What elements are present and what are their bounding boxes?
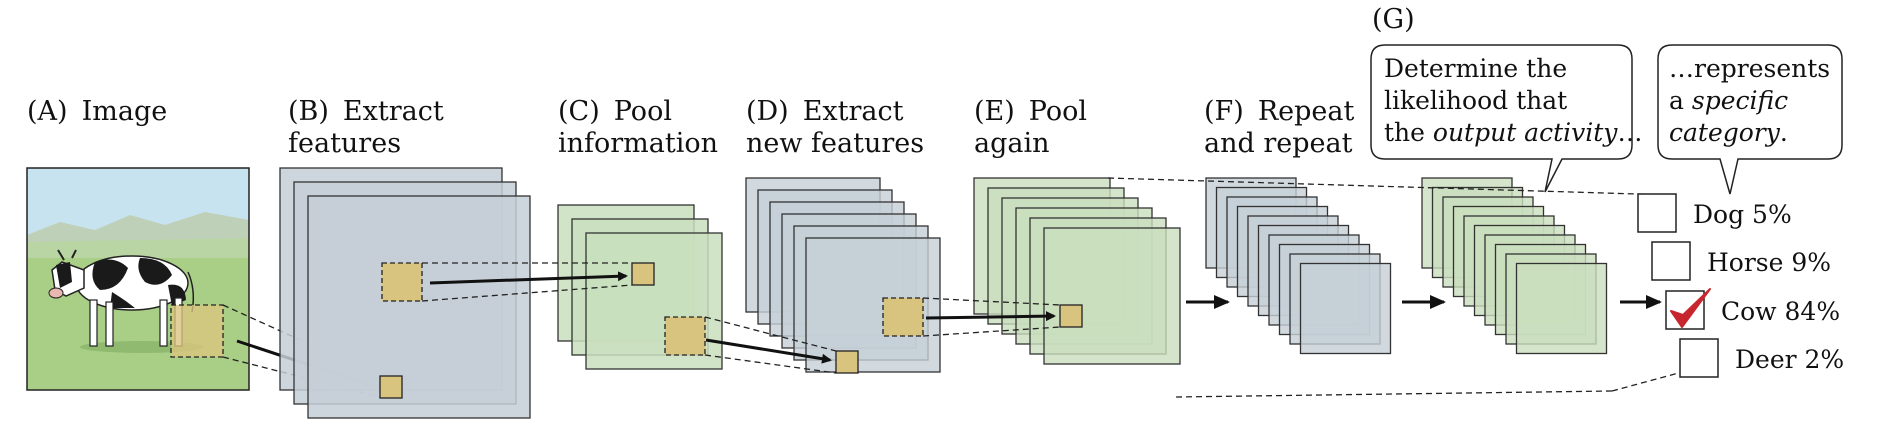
lines-d-e xyxy=(922,297,1061,337)
category-label: Deer 2% xyxy=(1735,345,1844,374)
svg-text:(B)Extract: (B)Extract xyxy=(288,96,444,127)
category-label: Horse 9% xyxy=(1707,248,1831,277)
category-checkbox xyxy=(1637,193,1677,233)
label-e: (E)Pool again xyxy=(974,96,1087,159)
category-checkbox xyxy=(1651,241,1691,281)
patch-b-small xyxy=(379,375,403,399)
label-b: (B)Extract features xyxy=(288,96,444,159)
checkmark-icon xyxy=(1670,288,1711,328)
patch-e-small xyxy=(1059,304,1083,328)
bubble-category: …represents a specific category. xyxy=(1657,44,1843,195)
arrow-d-e xyxy=(925,311,1056,322)
svg-text:a specific: a specific xyxy=(1669,86,1788,115)
svg-text:(E)Pool: (E)Pool xyxy=(974,96,1087,127)
patch-d-small xyxy=(835,350,859,374)
bubble-likelihood: Determine the likelihood that the output… xyxy=(1370,44,1642,193)
svg-text:features: features xyxy=(288,128,401,159)
lines-b-c xyxy=(421,262,633,302)
pooled-maps-e xyxy=(973,177,1181,365)
cow-icon xyxy=(48,249,204,353)
funnel-lines xyxy=(1107,177,1713,398)
svg-text:(F)Repeat: (F)Repeat xyxy=(1204,96,1354,127)
patch-b-large xyxy=(381,262,423,302)
patch-d-large xyxy=(882,297,924,337)
svg-text:…represents: …represents xyxy=(1669,54,1830,83)
category-checkbox xyxy=(1679,338,1719,378)
output-maps-g xyxy=(1421,177,1608,355)
repeated-maps-f xyxy=(1205,177,1392,355)
arrow-c-d xyxy=(705,338,832,364)
svg-text:category.: category. xyxy=(1669,118,1788,147)
label-a: (A)Image xyxy=(27,96,167,127)
pooled-map-e-6 xyxy=(1043,227,1181,365)
input-image xyxy=(26,167,250,391)
svg-text:(A)Image: (A)Image xyxy=(27,96,167,127)
lines-c-d xyxy=(704,316,837,374)
svg-text:and repeat: and repeat xyxy=(1204,128,1353,159)
label-f: (F)Repeat and repeat xyxy=(1204,96,1354,159)
svg-text:information: information xyxy=(558,128,718,159)
svg-text:likelihood that: likelihood that xyxy=(1384,86,1567,115)
category-label: Dog 5% xyxy=(1693,200,1792,229)
label-c: (C)Pool information xyxy=(558,96,718,159)
label-d: (D)Extract new features xyxy=(746,96,924,159)
arrow-b-c xyxy=(429,271,628,285)
feature-maps-d xyxy=(745,177,941,373)
label-g: (G) xyxy=(1372,4,1415,35)
category-label: Cow 84% xyxy=(1721,297,1840,326)
feature-map-b-3 xyxy=(307,195,531,419)
patch-c-small xyxy=(631,262,655,286)
svg-text:the output activity…: the output activity… xyxy=(1384,118,1642,147)
category-list: Dog 5% Horse 9% Cow 84% Deer 2% xyxy=(1637,193,1844,378)
svg-text:(C)Pool: (C)Pool xyxy=(558,96,672,127)
patch-c-large xyxy=(664,316,706,356)
svg-text:(D)Extract: (D)Extract xyxy=(746,96,904,127)
svg-text:new features: new features xyxy=(746,128,924,159)
output-map-g-10 xyxy=(1515,262,1608,355)
svg-text:Determine the: Determine the xyxy=(1384,54,1567,83)
repeated-map-f-10 xyxy=(1299,262,1392,355)
svg-text:(G): (G) xyxy=(1372,4,1415,35)
svg-text:again: again xyxy=(974,128,1050,159)
